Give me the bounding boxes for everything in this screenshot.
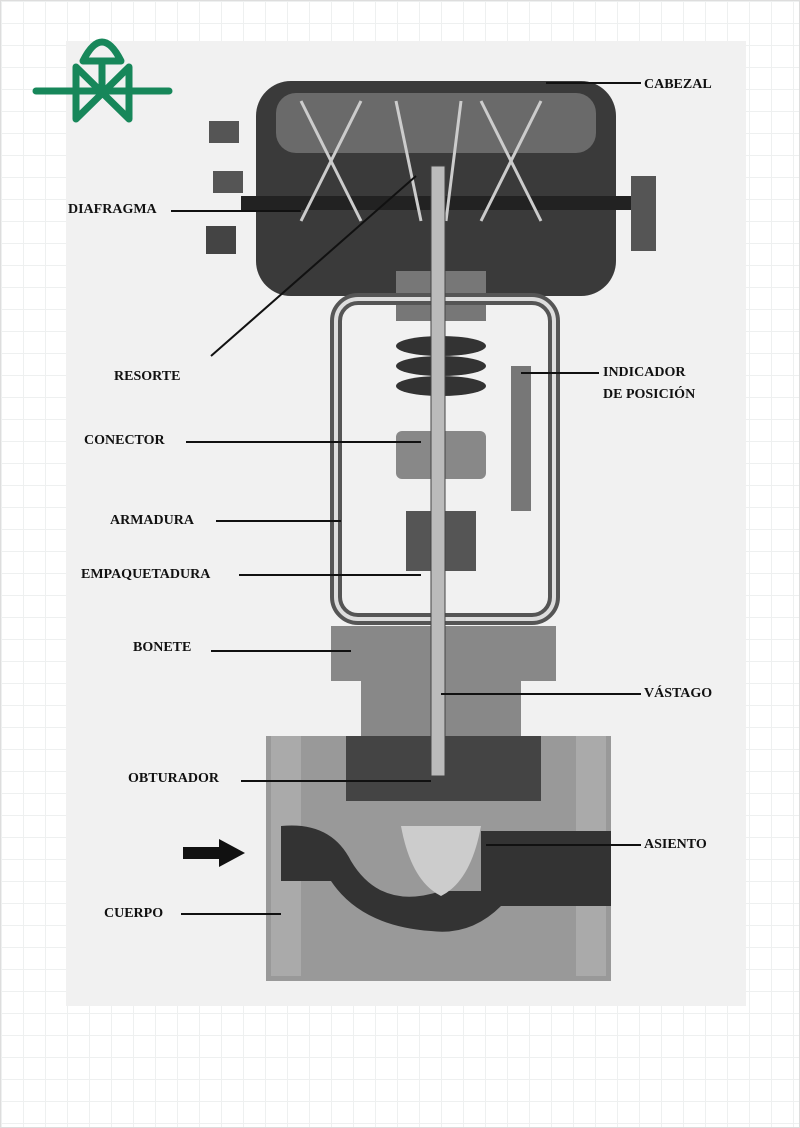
label-conector: CONECTOR <box>84 433 165 448</box>
label-asiento: ASIENTO <box>644 837 707 852</box>
label-armadura: ARMADURA <box>110 513 194 528</box>
label-obturador: OBTURADOR <box>128 771 220 786</box>
label-vastago: VÁSTAGO <box>644 686 713 701</box>
flow-arrow-icon <box>183 839 245 867</box>
label-bonete: BONETE <box>133 640 192 655</box>
control-valve-symbol-icon <box>32 38 173 123</box>
valve-plug <box>401 826 481 896</box>
valve-stem <box>430 165 446 777</box>
position-indicator <box>511 366 531 511</box>
label-empaquetadura: EMPAQUETADURA <box>81 567 211 582</box>
leader-lines <box>171 82 641 915</box>
label-cabezal: CABEZAL <box>644 77 712 92</box>
label-diafragma: DIAFRAGMA <box>68 202 157 217</box>
label-cuerpo: CUERPO <box>104 906 164 921</box>
label-indicador-line1: INDICADOR <box>603 365 686 380</box>
label-resorte: RESORTE <box>114 369 181 384</box>
label-indicador-line2: DE POSICIÓN <box>603 387 696 402</box>
